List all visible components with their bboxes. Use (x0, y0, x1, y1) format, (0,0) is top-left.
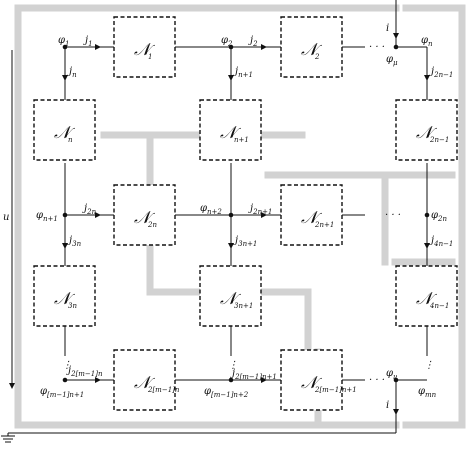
block-b4n_1: 𝒩4n−1 (395, 265, 458, 327)
label-j4n_1: j4n−1 (429, 235, 453, 248)
ellipsis-layer: · · · · · · · · · ⋮ ⋮ ⋮ (62, 42, 434, 386)
block-subscript: n (68, 136, 73, 144)
block-b2: 𝒩2 (280, 16, 343, 78)
label-phi1: φ1 (58, 35, 69, 48)
ellipsis-bottom: · · · (369, 375, 385, 386)
node-phin2 (228, 212, 234, 218)
block-subscript: 2n−1 (429, 136, 449, 144)
gray-outer-right-path (402, 4, 466, 429)
block-b3n: 𝒩3n (33, 265, 96, 327)
vellipsis-left: ⋮ (62, 360, 72, 371)
block-subscript: 3n+1 (234, 302, 253, 310)
block-subscript: 2[m−1]n (147, 386, 180, 394)
block-b2n1: 𝒩2n+1 (280, 184, 343, 246)
block-b2n: 𝒩2n (113, 184, 176, 246)
label-u: u (3, 212, 9, 223)
label-phi2: φ2 (221, 35, 233, 48)
label-jn: jn (67, 66, 77, 79)
node-phim1n2 (228, 377, 234, 383)
ellipsis-middle: · · · (385, 210, 401, 221)
label-phin2: φn+2 (200, 203, 222, 216)
label-j1: j1 (83, 35, 93, 48)
block-subscript: 2n+1 (314, 221, 334, 229)
node-phi2n (424, 212, 430, 218)
label-phin1: φn+1 (36, 210, 58, 223)
label-phinu: φν (386, 368, 398, 381)
label-phi2n: φ2n (431, 210, 447, 223)
label-j3n1: j3n+1 (233, 235, 257, 248)
label-j2n: j2n (82, 203, 97, 216)
label-i_top: i (386, 23, 389, 34)
label-j2n1: j2n+1 (248, 203, 272, 216)
label-j3n: j3n (67, 235, 82, 248)
label-phim1n1: φ[m−1]n+1 (40, 386, 84, 399)
node-phinu (393, 377, 399, 383)
node-phi2 (228, 44, 234, 50)
node-phin1 (62, 212, 68, 218)
label-phim1n2: φ[m−1]n+2 (204, 386, 249, 399)
label-phin: φn (421, 35, 433, 48)
node-phi1 (62, 44, 68, 50)
block-b1: 𝒩1 (113, 16, 176, 78)
block-subscript: 1 (148, 53, 152, 61)
block-subscript: 2[m−1]n+1 (314, 386, 357, 394)
label-i_bot: i (386, 400, 389, 411)
block-subscript: n+1 (234, 136, 249, 144)
label-jm1n1: j2[m−1]n+1 (230, 368, 277, 381)
label-j2: j2 (248, 35, 258, 48)
block-b3n1: 𝒩3n+1 (199, 265, 262, 327)
label-jm1n: j2[m−1]n (66, 365, 103, 378)
vellipsis-right: ⋮ (424, 360, 434, 371)
label-layer: φ1 j1 φ2 j2 jn jn+1 φn φμ j2n−1 i u φn+1 j2n j3n φn+2 j… (3, 23, 453, 411)
block-bn1: 𝒩n+1 (199, 99, 262, 161)
block-subscript: 3n (68, 302, 77, 310)
block-b2n_1: 𝒩2n−1 (395, 99, 458, 161)
block-subscript: 4n−1 (429, 302, 449, 310)
label-jn1: jn+1 (233, 66, 253, 79)
label-j2n_1: j2n−1 (429, 66, 453, 79)
block-bn: 𝒩n (33, 99, 96, 161)
vellipsis-center: ⋮ (228, 360, 238, 371)
block-b2m1n: 𝒩2[m−1]n (113, 349, 180, 411)
label-phimn: φmn (418, 386, 437, 399)
ground-symbol (1, 435, 15, 443)
node-phimu (393, 44, 399, 50)
node-phim1n1 (62, 377, 68, 383)
gray-outer-left-path (14, 4, 400, 429)
arrow-layer (9, 20, 430, 415)
node-layer (62, 44, 430, 383)
block-subscript: 2n (147, 221, 157, 229)
ellipsis-top: · · · (369, 42, 385, 53)
block-b2m1n1: 𝒩2[m−1]n+1 (280, 349, 357, 411)
block-subscript: 2 (314, 53, 320, 61)
label-phimu: φμ (386, 54, 398, 67)
